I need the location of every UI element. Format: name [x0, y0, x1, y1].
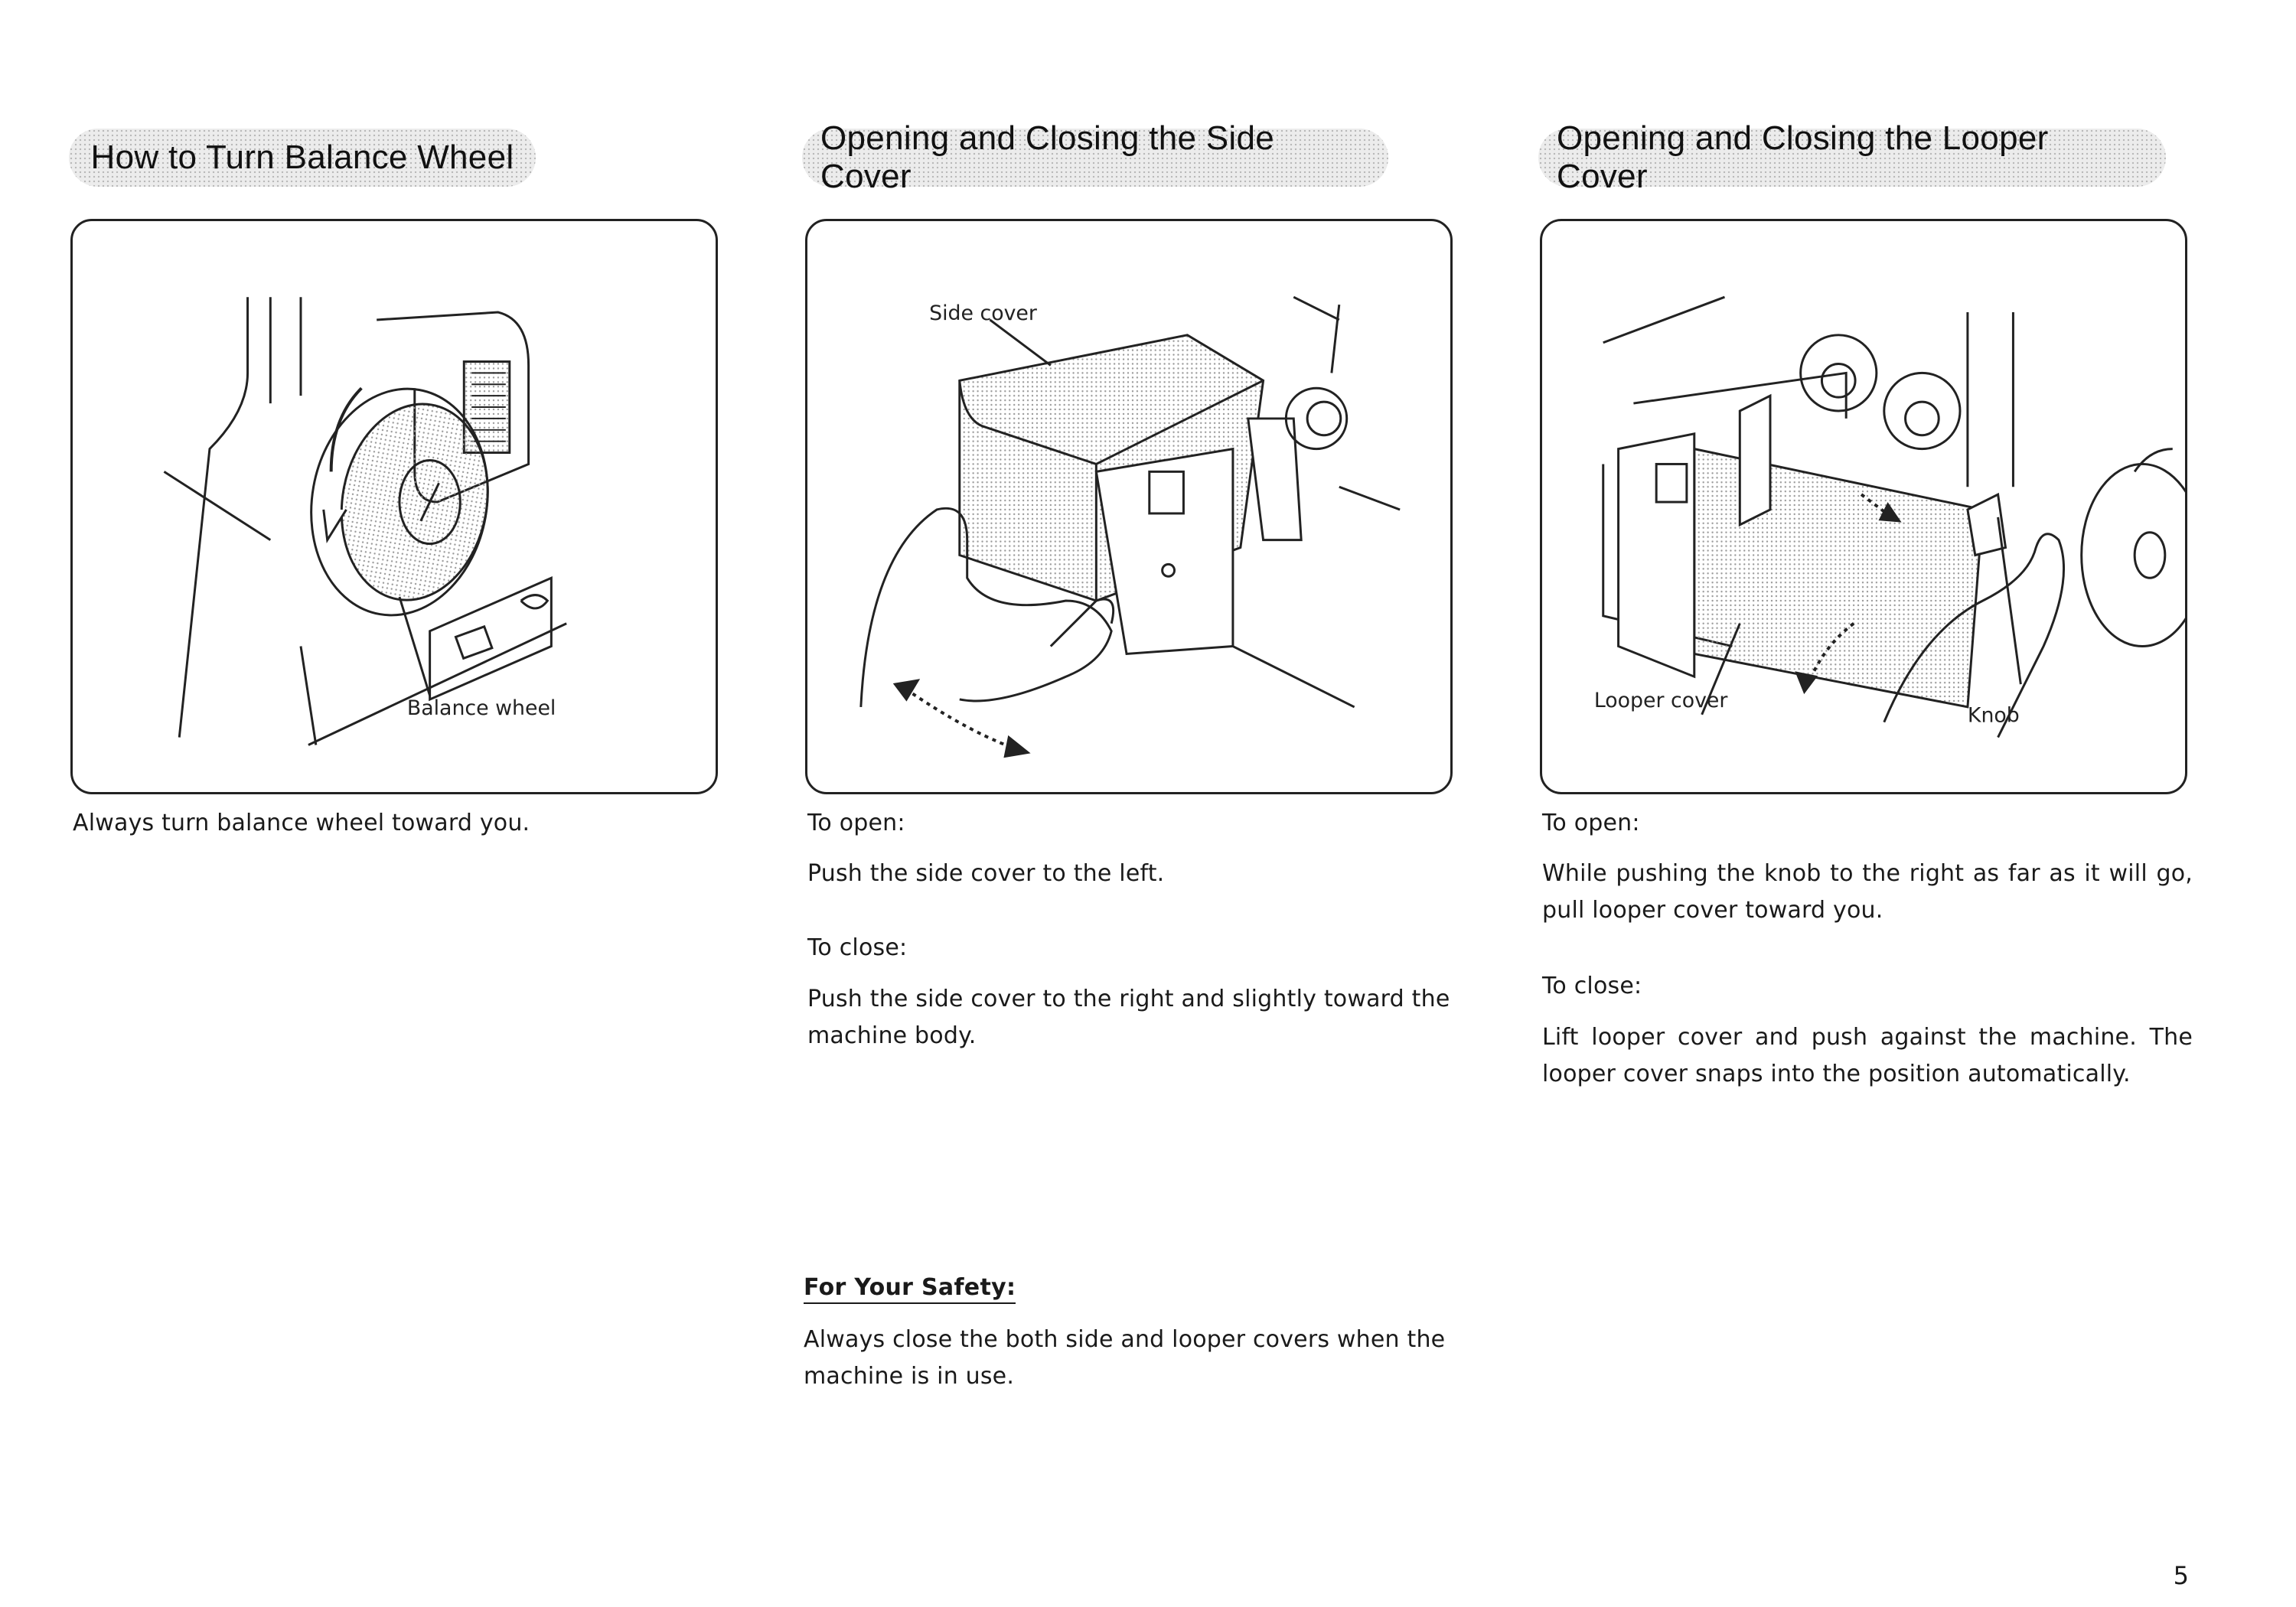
side-cover-illustration: Side cover: [805, 219, 1453, 794]
side-cover-label: Side cover: [929, 302, 1037, 325]
side-cover-close-text: Push the side cover to the right and sli…: [807, 986, 1450, 1049]
looper-cover-close-label: To close:: [1542, 973, 1642, 999]
side-cover-open-text: Push the side cover to the left.: [807, 860, 1165, 887]
balance-wheel-illustration: Balance wheel: [70, 219, 718, 794]
balance-wheel-instruction: Always turn balance wheel toward you.: [73, 810, 530, 836]
looper-cover-illustration: Looper cover Knob: [1540, 219, 2187, 794]
balance-wheel-label: Balance wheel: [407, 696, 556, 720]
side-cover-drawing: Side cover: [859, 295, 1401, 758]
page-number: 5: [2173, 1561, 2189, 1590]
safety-title: For Your Safety:: [804, 1274, 1016, 1304]
knob-label: Knob: [1968, 704, 2020, 728]
looper-cover-label: Looper cover: [1594, 689, 1728, 712]
section-heading-side-cover: Opening and Closing the Side Cover: [802, 119, 1388, 195]
side-cover-close-label: To close:: [807, 934, 908, 961]
safety-text: Always close the both side and looper co…: [804, 1326, 1446, 1390]
looper-cover-drawing: Looper cover Knob: [1594, 295, 2185, 738]
balance-wheel-drawing: Balance wheel: [163, 297, 567, 746]
looper-cover-open-label: To open:: [1542, 810, 1640, 836]
section-heading-looper-cover: Opening and Closing the Looper Cover: [1538, 119, 2166, 195]
side-cover-open-label: To open:: [807, 810, 905, 836]
section-heading-balance-wheel: How to Turn Balance Wheel: [69, 129, 536, 187]
looper-cover-open-text: While pushing the knob to the right as f…: [1542, 860, 2193, 924]
looper-cover-close-text: Lift looper cover and push against the m…: [1542, 1024, 2193, 1087]
